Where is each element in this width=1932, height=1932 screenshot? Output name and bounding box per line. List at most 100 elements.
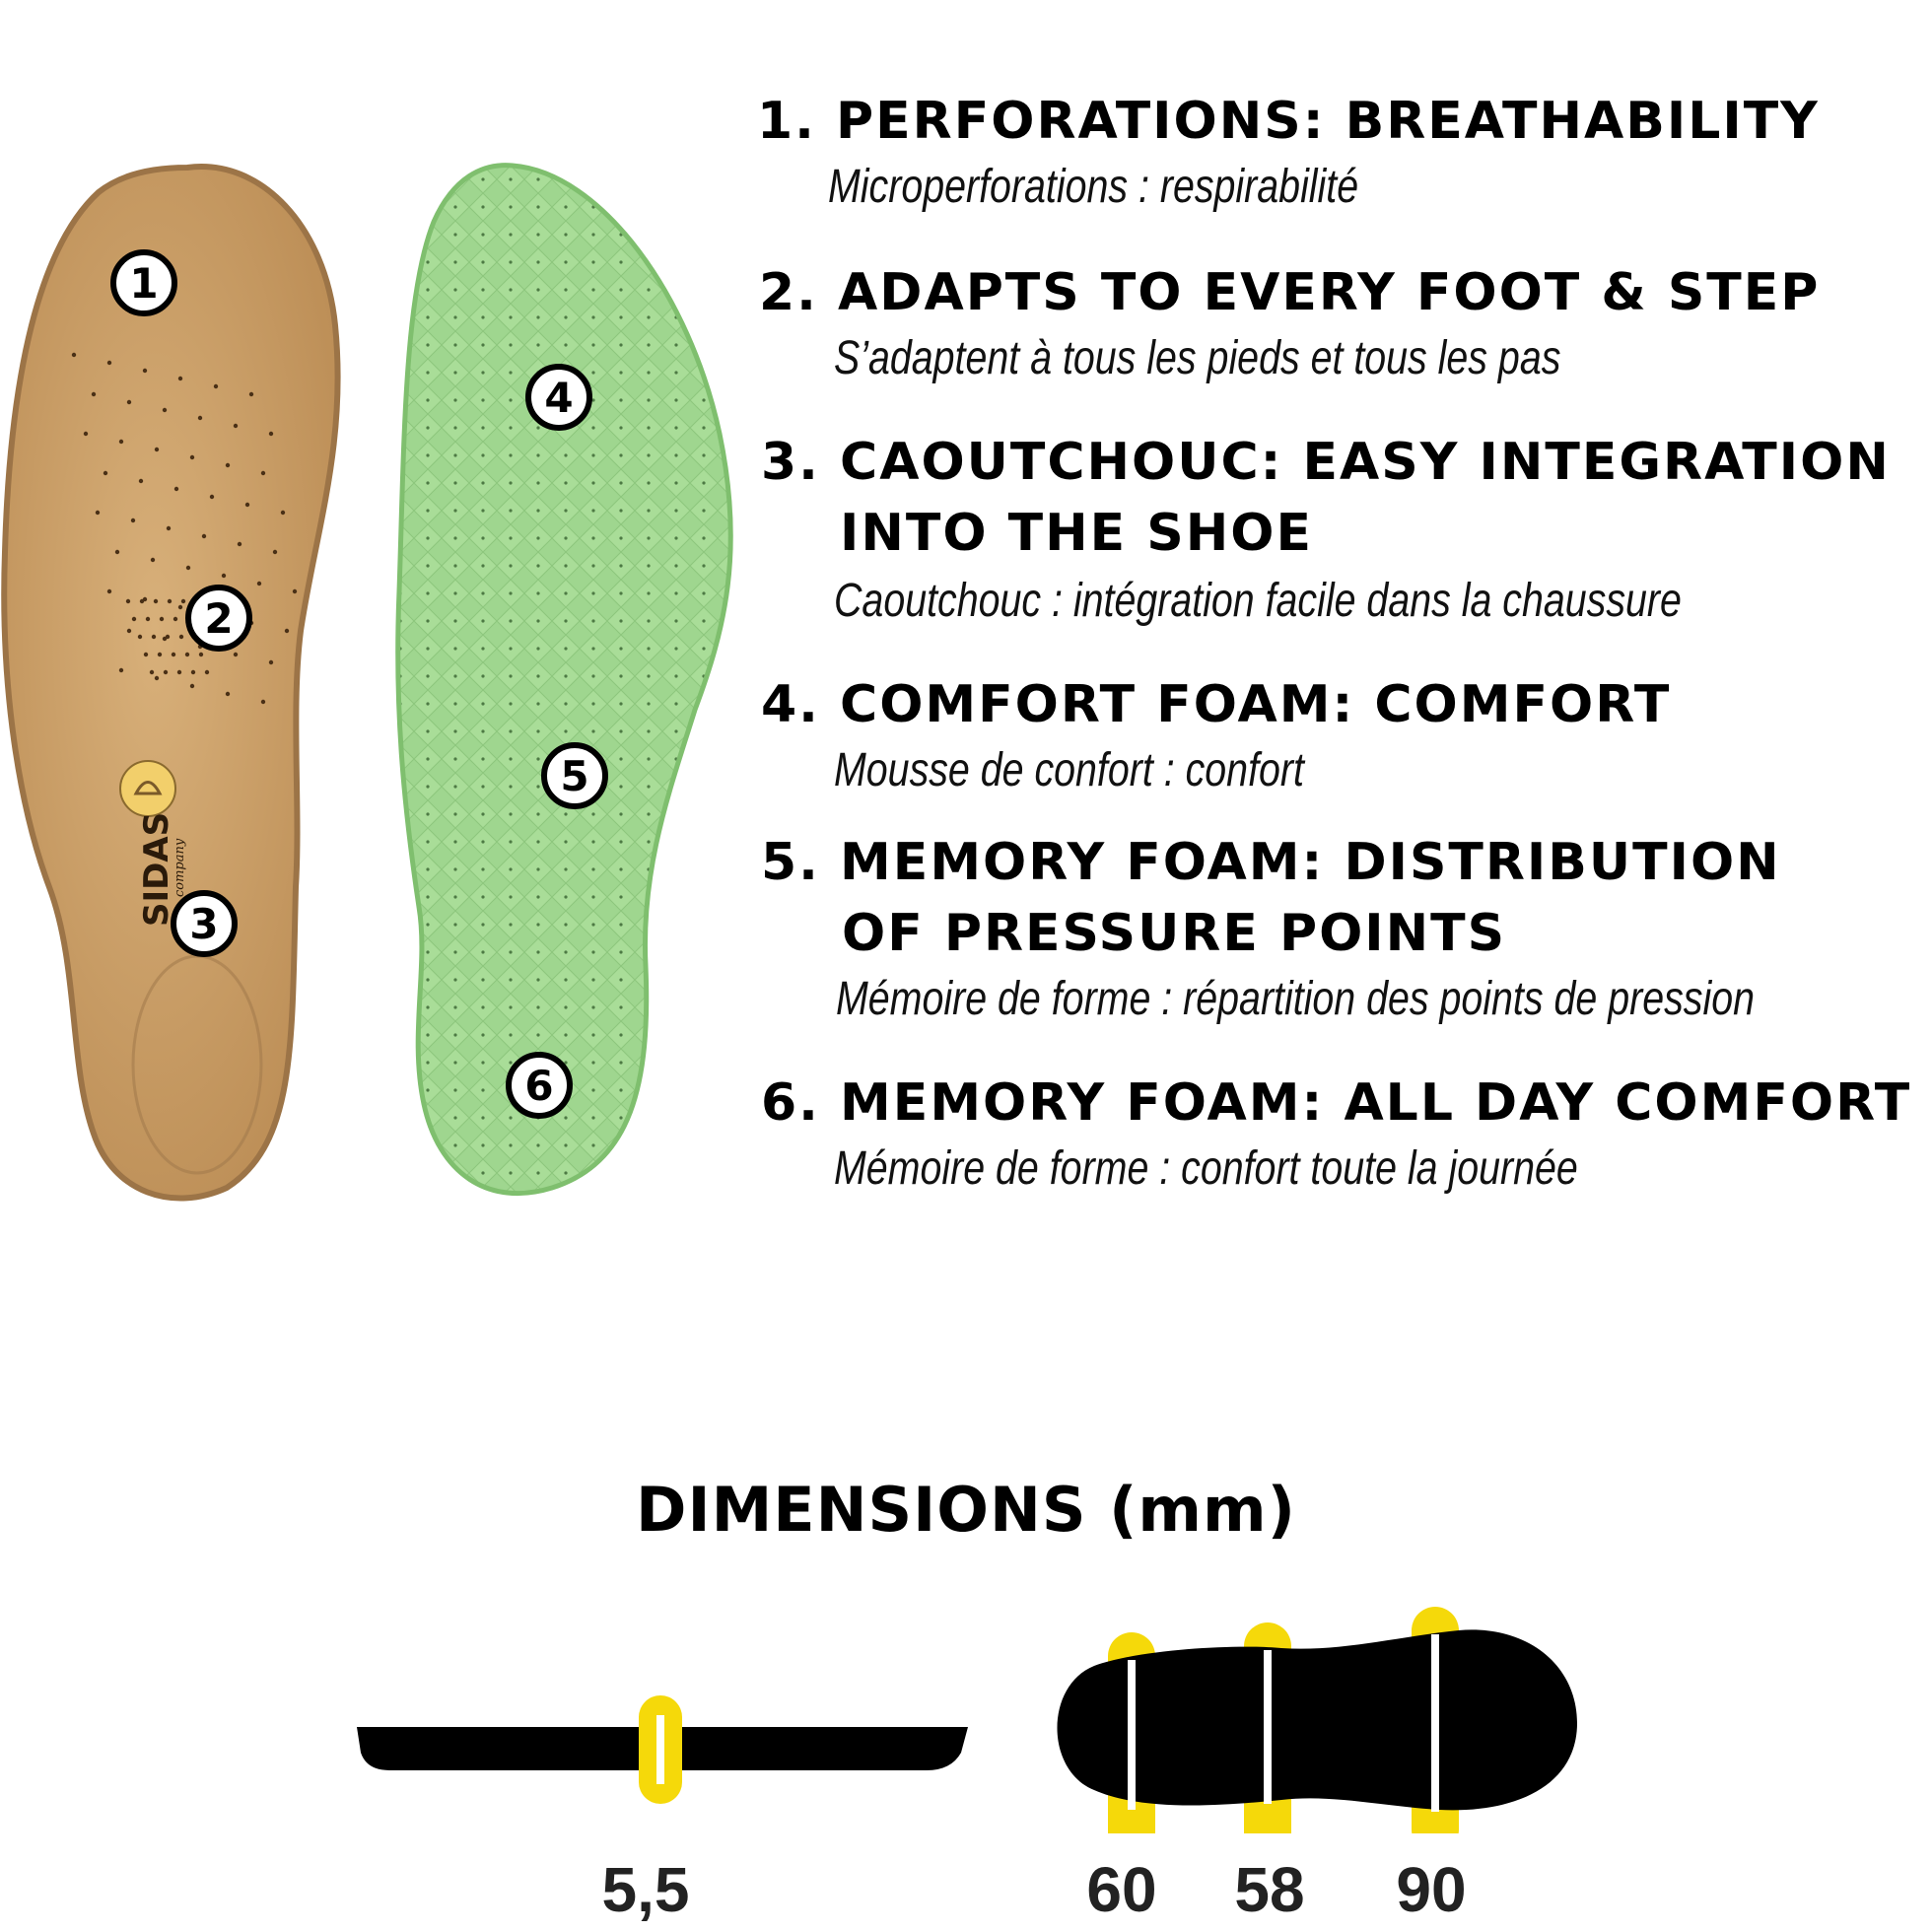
perforation-dot xyxy=(260,699,266,705)
perforation-dot xyxy=(260,470,266,476)
feature-number: 4. xyxy=(761,675,820,734)
width-label-2: 58 xyxy=(1234,1854,1305,1925)
width-label-3: 90 xyxy=(1396,1854,1467,1925)
dimensions-diagram xyxy=(357,1607,1577,1833)
feature-title: MEMORY FOAM: ALL DAY COMFORT xyxy=(840,1073,1912,1133)
bottom-profile xyxy=(1057,1607,1577,1833)
width-label-1: 60 xyxy=(1086,1854,1157,1925)
perforation-dot xyxy=(130,518,136,523)
perforation-dot xyxy=(145,616,151,622)
perforation-dot xyxy=(71,352,77,358)
thickness-label: 5,5 xyxy=(601,1854,690,1925)
marker-6: 6 xyxy=(506,1052,573,1119)
perforation-dot xyxy=(189,683,195,689)
perforation-dot xyxy=(209,494,215,500)
svg-text:6: 6 xyxy=(524,1062,553,1110)
perforation-dot xyxy=(172,616,178,622)
brand-logo-icon xyxy=(119,760,176,817)
feature-subtitle: Microperforations : respirabilité xyxy=(828,161,1359,213)
feature-title-line-2: INTO THE SHOE xyxy=(840,504,1313,563)
perforation-dot xyxy=(177,376,183,381)
feature-subtitle: S’adaptent à tous les pieds et tous les … xyxy=(834,332,1561,384)
perforation-dot xyxy=(149,669,155,675)
perforation-dot xyxy=(268,431,274,437)
feature-subtitle: Caoutchouc : intégration facile dans la … xyxy=(834,575,1682,627)
feature-subtitle: Mousse de confort : confort xyxy=(834,744,1304,796)
perforation-dot xyxy=(244,502,250,508)
feature-subtitle: Mémoire de forme : confort toute la jour… xyxy=(834,1142,1578,1195)
perforation-dot xyxy=(190,669,196,675)
perforation-dot xyxy=(189,454,195,460)
perforation-dot xyxy=(248,391,254,397)
feature-title: COMFORT FOAM: COMFORT xyxy=(840,675,1672,734)
perforation-dot xyxy=(143,652,149,657)
perforation-dot xyxy=(137,634,143,640)
perforation-dot xyxy=(198,652,204,657)
perforation-dot xyxy=(167,598,172,604)
brand-logo-sub: company xyxy=(172,838,187,897)
feature-number: 2. xyxy=(759,263,818,322)
perforation-dot xyxy=(83,431,89,437)
foam-insole xyxy=(395,163,733,1197)
marker-2: 2 xyxy=(185,585,252,652)
perforation-dot xyxy=(159,616,165,622)
perforation-dot xyxy=(176,669,182,675)
svg-text:1: 1 xyxy=(129,259,158,308)
perforation-dot xyxy=(154,447,160,452)
perforation-dot xyxy=(154,675,160,681)
perforation-dot xyxy=(95,510,101,516)
perforation-dot xyxy=(280,510,286,516)
feature-subtitle: Mémoire de forme : répartition des point… xyxy=(836,973,1755,1025)
perforation-dot xyxy=(225,691,231,697)
perforation-dot xyxy=(173,486,179,492)
feature-number: 3. xyxy=(761,433,820,492)
perforation-dot xyxy=(184,652,190,657)
perforation-dot xyxy=(233,652,239,657)
feature-title: PERFORATIONS: BREATHABILITY xyxy=(836,92,1820,151)
svg-text:4: 4 xyxy=(544,374,573,422)
feature-number: 1. xyxy=(757,92,816,151)
marker-4: 4 xyxy=(525,364,592,431)
perforation-dot xyxy=(221,573,227,579)
perforation-dot xyxy=(237,541,242,547)
perforation-dot xyxy=(118,439,124,445)
perforation-dot xyxy=(151,634,157,640)
perforation-dot xyxy=(201,533,207,539)
perforation-dot xyxy=(268,659,274,665)
feature-number: 6. xyxy=(761,1073,820,1133)
perforation-dot xyxy=(106,360,112,366)
perforation-dot xyxy=(292,588,298,594)
perforation-dot xyxy=(114,549,120,555)
perforation-dot xyxy=(131,616,137,622)
cork-insole: SIDAS company xyxy=(1,164,341,1202)
svg-text:2: 2 xyxy=(204,594,233,643)
perforation-dot xyxy=(126,399,132,405)
perforation-dot xyxy=(166,525,172,531)
perforation-dot xyxy=(256,581,262,586)
perforation-dot xyxy=(106,588,112,594)
perforation-dot xyxy=(180,598,186,604)
perforation-dot xyxy=(142,368,148,374)
perforation-dot xyxy=(125,598,131,604)
feature-number: 5. xyxy=(761,833,820,892)
perforation-dot xyxy=(177,604,183,610)
side-profile xyxy=(357,1695,968,1804)
perforation-dot xyxy=(153,598,159,604)
perforation-dot xyxy=(162,407,168,413)
perforation-dot xyxy=(139,598,145,604)
marker-5: 5 xyxy=(541,742,608,809)
perforation-dot xyxy=(178,634,184,640)
svg-text:3: 3 xyxy=(189,900,218,948)
marker-3: 3 xyxy=(171,890,238,957)
perforation-dot xyxy=(225,462,231,468)
perforation-dot xyxy=(150,557,156,563)
svg-text:5: 5 xyxy=(560,752,588,800)
perforation-dot xyxy=(171,652,176,657)
perforation-dot xyxy=(91,391,97,397)
perforation-dot xyxy=(284,628,290,634)
perforation-dot xyxy=(126,628,132,634)
feature-title-line-2: OF PRESSURE POINTS xyxy=(842,904,1507,963)
perforation-dot xyxy=(197,415,203,421)
perforation-dot xyxy=(138,478,144,484)
perforation-dot xyxy=(233,423,239,429)
